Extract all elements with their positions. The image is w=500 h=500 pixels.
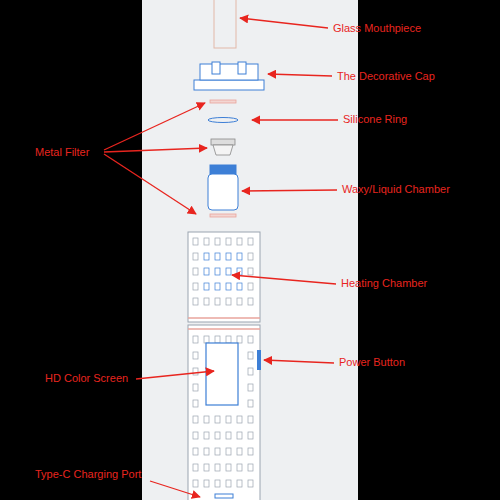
heating-label: Heating Chamber bbox=[341, 277, 427, 290]
cap-label: The Decorative Cap bbox=[337, 70, 435, 83]
port-label: Type-C Charging Port bbox=[35, 468, 141, 481]
button-label: Power Button bbox=[339, 356, 405, 369]
mouthpiece-label: Glass Mouthpiece bbox=[333, 22, 421, 35]
screen-label: HD Color Screen bbox=[45, 372, 128, 385]
ring-label: Silicone Ring bbox=[343, 113, 407, 126]
filter-label: Metal Filter bbox=[35, 146, 89, 159]
chamber-label: Waxy/Liquid Chamber bbox=[342, 183, 450, 196]
